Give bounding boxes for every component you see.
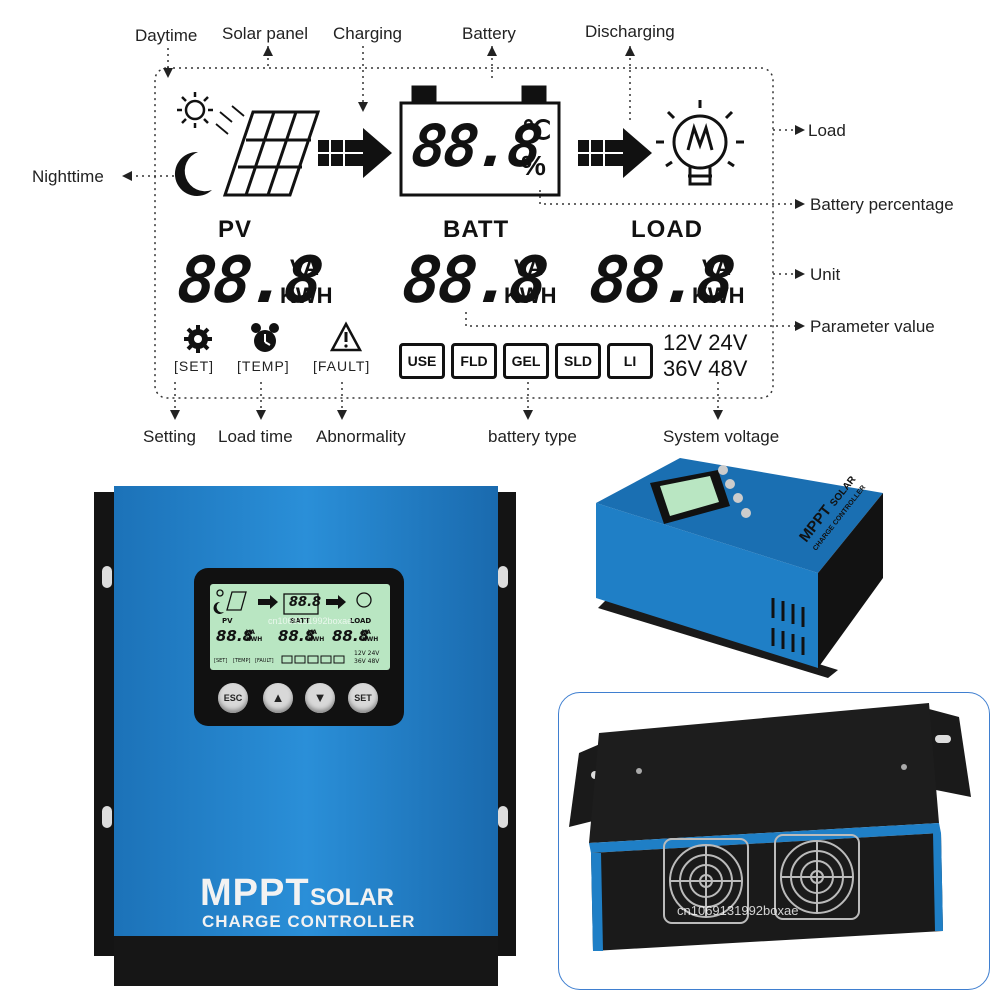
solar-panel-icon	[222, 110, 321, 197]
set-indicator: [SET]	[174, 358, 215, 374]
callout-nighttime: Nighttime	[32, 167, 104, 186]
callout-battery-type: battery type	[488, 427, 577, 446]
celsius-symbol: ℃	[522, 115, 552, 145]
fault-indicator: [FAULT]	[313, 358, 371, 374]
alarm-clock-icon	[251, 323, 279, 352]
diagram-lines	[122, 46, 805, 420]
load-unit-kwh: KWH	[692, 283, 745, 308]
gear-icon	[184, 325, 212, 353]
lcd-fault: [FAULT]	[255, 658, 274, 664]
callout-unit: Unit	[810, 265, 841, 284]
callout-system-voltage: System voltage	[663, 427, 780, 446]
pv-unit-va: VA	[290, 255, 319, 280]
pv-label: PV	[218, 216, 253, 243]
callout-setting: Setting	[143, 427, 196, 446]
bottom-photo-frame: cn1069131992boxae	[558, 692, 990, 990]
callout-battery-percentage: Battery percentage	[810, 195, 954, 214]
side-housing	[596, 458, 883, 678]
front-subtitle: CHARGE CONTROLLER	[202, 912, 416, 931]
set-button[interactable]: SET	[348, 683, 378, 713]
lcd-pv-value: 88.8	[216, 627, 254, 645]
callout-parameter-value: Parameter value	[810, 317, 935, 336]
bottom-housing	[569, 703, 971, 951]
callout-load-time: Load time	[218, 427, 293, 446]
warning-icon	[329, 321, 363, 352]
lcd-batt-readout: 88.8	[289, 595, 322, 610]
temp-indicator: [TEMP]	[237, 358, 290, 374]
lcd-batt-value: 88.8	[278, 627, 316, 645]
voltage-row-1: 12V 24V	[663, 330, 748, 355]
front-title-mppt: MPPT	[200, 872, 310, 914]
bottom-watermark: cn1069131992boxae	[677, 903, 799, 918]
lcd-icons	[213, 589, 372, 664]
batt-unit-kwh: KWH	[504, 283, 557, 308]
callout-daytime: Daytime	[135, 26, 198, 45]
voltage-row-2: 36V 48V	[663, 356, 748, 381]
sun-icon	[177, 92, 213, 128]
load-label: LOAD	[631, 216, 703, 243]
lcd-screen: 88.8 PV BATT LOAD 88.8 VA KWH 88.8 VA KW…	[210, 584, 390, 670]
pv-unit-kwh: KWH	[280, 283, 333, 308]
battery-type-use: USE	[399, 343, 445, 379]
callout-charging: Charging	[333, 24, 402, 43]
callout-abnormality: Abnormality	[316, 427, 406, 446]
lcd-temp: [TEMP]	[233, 658, 251, 664]
callout-discharging: Discharging	[585, 22, 675, 41]
charging-arrow-icon	[318, 128, 392, 178]
battery-type-gel: GEL	[503, 343, 549, 379]
front-title-solar: SOLAR	[310, 884, 394, 911]
battery-type-li: LI	[607, 343, 653, 379]
lcd-volts-2: 36V 48V	[354, 658, 380, 665]
callout-battery: Battery	[462, 24, 516, 43]
batt-unit-va: VA	[514, 255, 543, 280]
moon-icon	[174, 151, 212, 196]
esc-button[interactable]: ESC	[218, 683, 248, 713]
percent-symbol: %	[521, 150, 546, 181]
lcd-load-va: VA	[362, 629, 371, 636]
lcd-batt-va: VA	[308, 629, 317, 636]
lcd-load-kwh: KWH	[362, 636, 379, 643]
lightbulb-icon	[656, 100, 744, 186]
lcd-pv-label: PV	[222, 617, 233, 625]
callout-solar-panel: Solar panel	[222, 24, 309, 43]
battery-type-sld: SLD	[555, 343, 601, 379]
lcd-load-value: 88.8	[332, 627, 370, 645]
battery-icon	[399, 85, 561, 197]
callout-load: Load	[808, 121, 846, 140]
down-button[interactable]: ▼	[305, 683, 335, 713]
battery-type-fld: FLD	[451, 343, 497, 379]
lcd-volts-1: 12V 24V	[354, 650, 380, 657]
lcd-pv-va: VA	[246, 629, 255, 636]
lcd-batt-label: BATT	[290, 617, 310, 625]
lcd-load-label: LOAD	[350, 617, 372, 625]
load-unit-va: VA	[702, 255, 731, 280]
up-button[interactable]: ▲	[263, 683, 293, 713]
sunray-arrows	[215, 105, 245, 135]
lcd-set: [SET]	[214, 658, 228, 664]
batt-label: BATT	[443, 216, 510, 243]
front-watermark: cn1069131992boxae	[268, 616, 353, 626]
discharging-arrow-icon	[578, 128, 652, 178]
lcd-pv-kwh: KWH	[246, 636, 263, 643]
lcd-batt-kwh: KWH	[308, 636, 325, 643]
